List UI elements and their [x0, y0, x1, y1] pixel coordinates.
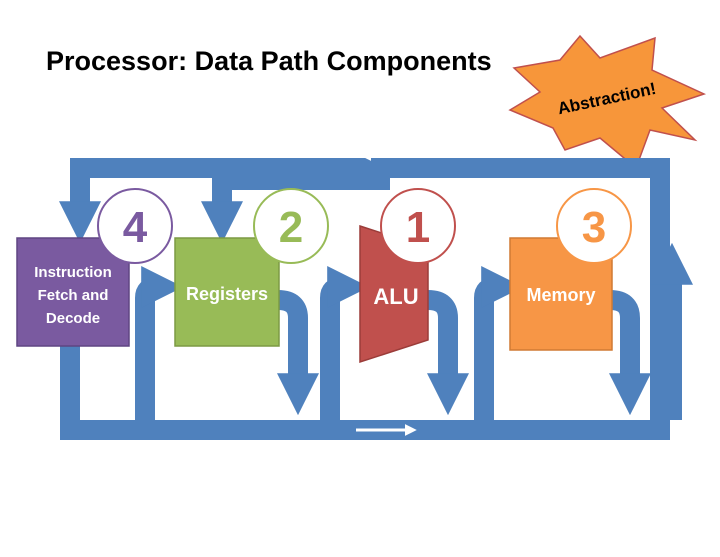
feedback-loop-path — [59, 158, 670, 440]
fetch-label-line-3: Decode — [46, 310, 100, 327]
registers-component: Registers 2 — [174, 188, 329, 347]
data-path — [59, 158, 693, 440]
abstraction-burst: Abstraction! — [508, 34, 707, 170]
step-2-badge — [253, 188, 329, 264]
alu-output-path — [427, 290, 469, 416]
memory-input-path — [474, 266, 524, 420]
alu-input-path — [320, 266, 370, 420]
register-input-path — [135, 266, 184, 420]
alu-label: ALU — [373, 284, 418, 309]
step-3-number: 3 — [582, 203, 606, 252]
page-title: Processor: Data Path Components — [46, 46, 492, 76]
fetch-decode-box — [16, 237, 130, 347]
registers-label: Registers — [186, 284, 268, 304]
direction-arrows — [356, 149, 423, 436]
step-3-badge — [556, 188, 632, 264]
fetch-label-line-1: Instruction — [34, 264, 112, 281]
register-write-path — [201, 170, 390, 244]
step-1-badge — [380, 188, 456, 264]
alu-component: ALU 1 — [359, 188, 456, 364]
memory-output-path — [609, 290, 651, 416]
starburst-shape — [508, 34, 707, 170]
step-4-badge — [97, 188, 173, 264]
step-4-number: 4 — [123, 203, 148, 252]
register-output-path — [277, 290, 319, 416]
step-1-number: 1 — [406, 203, 430, 252]
fetch-decode-component: Instruction Fetch and Decode 4 — [16, 188, 173, 347]
fetch-label-line-2: Fetch and — [38, 287, 109, 304]
memory-label: Memory — [526, 285, 595, 305]
step-2-number: 2 — [279, 203, 303, 252]
memory-component: Memory 3 — [509, 188, 632, 351]
registers-box — [174, 237, 280, 347]
